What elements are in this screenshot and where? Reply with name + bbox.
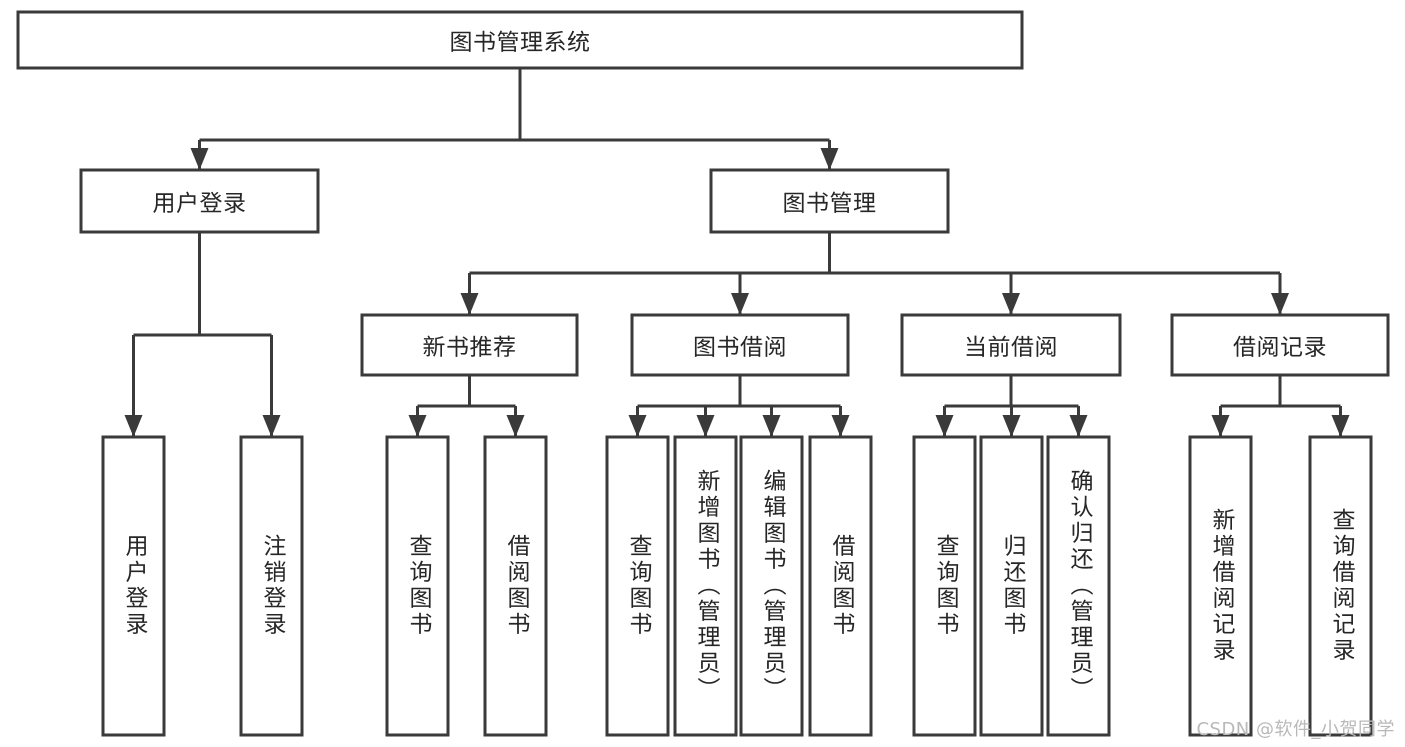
node-label-l5: 查询图书 — [625, 534, 651, 638]
node-label-l6: 新增图书（管理员） — [693, 469, 719, 703]
arrow-head-icon-login — [190, 148, 209, 170]
node-box-l3[interactable] — [385, 435, 450, 737]
node-label-bookmgmt: 图书管理 — [782, 191, 877, 217]
node-box-l9[interactable] — [912, 435, 977, 737]
node-label-l7: 编辑图书（管理员） — [759, 469, 785, 703]
node-box-login[interactable] — [79, 168, 320, 234]
node-label-root: 图书管理系统 — [449, 30, 591, 56]
arrow-head-icon-l9 — [935, 415, 954, 437]
node-box-root[interactable] — [16, 10, 1024, 70]
node-box-current[interactable] — [900, 313, 1122, 377]
node-label-l2: 注销登录 — [259, 534, 285, 638]
node-label-l3: 查询图书 — [405, 534, 431, 638]
node-box-newrec[interactable] — [360, 313, 579, 377]
arrow-head-icon-l12 — [1211, 415, 1230, 437]
arrow-head-icon-l7 — [762, 415, 781, 437]
arrow-head-icon-l4 — [506, 415, 525, 437]
node-label-newrec: 新书推荐 — [422, 335, 517, 361]
node-box-l10[interactable] — [979, 435, 1044, 737]
arrow-head-icon-borrow — [731, 293, 749, 315]
arrow-head-icon-l8 — [831, 415, 850, 437]
node-box-l13[interactable] — [1308, 435, 1373, 737]
node-label-current: 当前借阅 — [964, 335, 1058, 361]
node-box-l2[interactable] — [239, 435, 304, 737]
arrow-head-icon-l11 — [1069, 415, 1088, 437]
arrow-head-icon-l13 — [1331, 415, 1350, 437]
node-label-l12: 新增借阅记录 — [1208, 508, 1234, 664]
node-label-l13: 查询借阅记录 — [1328, 508, 1354, 664]
node-label-borrow: 图书借阅 — [693, 335, 787, 361]
node-box-l5[interactable] — [605, 435, 670, 737]
arrow-head-icon-l2 — [262, 415, 281, 437]
arrow-head-icon-current — [1002, 293, 1020, 315]
node-label-l1: 用户登录 — [121, 534, 147, 638]
node-box-l4[interactable] — [483, 435, 548, 737]
arrow-head-icon-l3 — [408, 415, 427, 437]
node-boxes — [16, 10, 1390, 737]
node-label-l11: 确认归还（管理员） — [1066, 469, 1092, 703]
arrow-head-icon-l6 — [696, 415, 715, 437]
node-box-l11[interactable] — [1046, 435, 1111, 737]
node-box-l12[interactable] — [1188, 435, 1253, 737]
arrow-head-icon-l10 — [1002, 415, 1021, 437]
arrow-head-icon-records — [1271, 293, 1289, 315]
node-label-l9: 查询图书 — [932, 534, 958, 638]
node-label-login: 用户登录 — [152, 191, 247, 217]
node-box-l1[interactable] — [101, 435, 166, 737]
node-box-borrow[interactable] — [630, 313, 850, 377]
node-label-l4: 借阅图书 — [503, 534, 529, 638]
arrow-head-icon-bookmgmt — [820, 148, 839, 170]
node-label-l8: 借阅图书 — [828, 534, 854, 638]
node-label-l10: 归还图书 — [999, 534, 1025, 638]
node-label-records: 借阅记录 — [1233, 335, 1327, 361]
arrow-head-icon-newrec — [460, 293, 479, 315]
node-box-l7[interactable] — [739, 435, 804, 737]
arrow-head-icon-l1 — [124, 415, 143, 437]
node-box-records[interactable] — [1170, 313, 1390, 377]
connector-lines — [124, 68, 1350, 437]
node-box-l6[interactable] — [673, 435, 738, 737]
node-box-bookmgmt[interactable] — [709, 168, 950, 234]
node-box-l8[interactable] — [808, 435, 873, 737]
arrow-head-icon-l5 — [628, 415, 647, 437]
